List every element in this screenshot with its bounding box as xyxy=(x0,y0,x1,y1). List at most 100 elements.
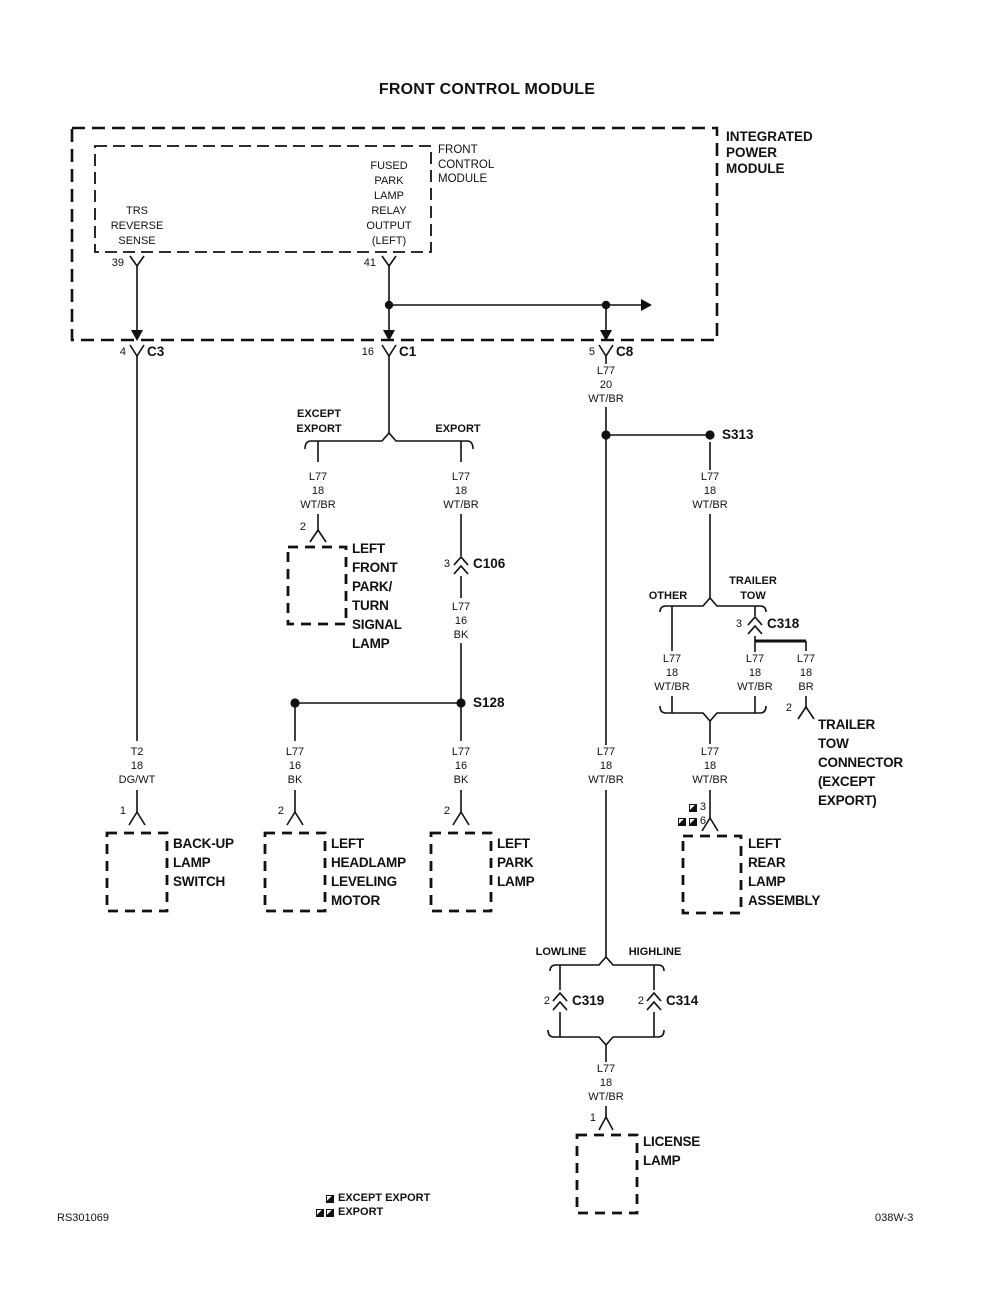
branch-line: EXCEPT xyxy=(296,408,342,420)
license-lamp-pin-fork xyxy=(598,1115,614,1131)
export-symbol-icon xyxy=(326,1208,334,1217)
wire-gauge: 16 xyxy=(288,760,302,772)
c3-fork xyxy=(129,344,145,358)
fused-line: PARK xyxy=(374,175,404,187)
c318-pin: 3 xyxy=(735,618,742,630)
fcm-label-line: CONTROL xyxy=(438,158,495,171)
wire-label-rear-feed: L77 18 WT/BR xyxy=(692,745,727,787)
left-park-lamp-box xyxy=(429,831,493,913)
branch-lowline: LOWLINE xyxy=(535,946,587,958)
wire-color: WT/BR xyxy=(692,499,728,511)
comp-line: TOW xyxy=(818,736,849,751)
comp-line: LAMP xyxy=(497,874,535,889)
page-code: 038W-3 xyxy=(875,1212,914,1224)
export-symbol-icon xyxy=(316,1208,324,1217)
wire-gauge: 16 xyxy=(454,760,468,772)
export-symbol-icon xyxy=(688,817,697,826)
wire-gauge: 18 xyxy=(665,667,679,679)
wire-gauge: 18 xyxy=(799,667,813,679)
comp-line: LAMP xyxy=(748,874,786,889)
branch-export: EXPORT xyxy=(435,423,481,435)
s313-junction-dot xyxy=(601,430,611,440)
c1-connector-label: C1 xyxy=(399,344,417,359)
comp-line: SWITCH xyxy=(173,874,226,889)
backup-switch-pin-fork xyxy=(128,810,146,826)
branch-line: TRAILER xyxy=(729,575,777,587)
left-front-park-turn-signal-lamp-label: LEFT FRONT PARK/ TURN SIGNAL LAMP xyxy=(352,539,402,653)
wire-label-export-branch: L77 18 WT/BR xyxy=(443,470,478,512)
c1-pin: 16 xyxy=(361,346,374,358)
c314-symbol xyxy=(646,991,662,1011)
trailer-tow-connector-pin: 2 xyxy=(785,702,792,714)
splice-dots-and-arrows xyxy=(131,299,715,708)
wire-gauge: 16 xyxy=(454,615,468,627)
wire-circuit: L77 xyxy=(308,471,328,483)
down-arrow xyxy=(383,330,395,341)
trailer-tow-split-brace xyxy=(659,596,767,613)
wire-label-park-feed: L77 16 BK xyxy=(452,745,470,787)
comp-line: LEFT xyxy=(748,836,781,851)
fused-line: RELAY xyxy=(371,205,407,217)
wire-circuit: L77 xyxy=(596,365,616,377)
ipm-label-line: MODULE xyxy=(726,161,785,176)
module-dashed-boxes xyxy=(70,126,719,342)
wire-gauge: 18 xyxy=(311,485,325,497)
wire-label-c106-out: L77 16 BK xyxy=(452,600,470,642)
wire-circuit: L77 xyxy=(700,746,720,758)
comp-line: LAMP xyxy=(173,855,211,870)
ipm-label-line: POWER xyxy=(726,145,778,160)
left-park-lamp-label: LEFT PARK LAMP xyxy=(497,834,535,891)
wire-circuit: L77 xyxy=(451,601,471,613)
c8-fork xyxy=(598,344,614,358)
c8-connector-label: C8 xyxy=(616,344,634,359)
fcm-label-line: MODULE xyxy=(438,173,488,185)
branch-line: TOW xyxy=(740,590,766,602)
wire-color: WT/BR xyxy=(300,499,336,511)
export-split-brace xyxy=(304,431,474,450)
wire-label-main-down: L77 18 WT/BR xyxy=(588,745,623,787)
wire-label-tt-br: L77 18 BR xyxy=(797,652,815,694)
comp-line: LICENSE xyxy=(643,1134,701,1149)
wire-gauge: 18 xyxy=(454,485,468,497)
pin-39: 39 xyxy=(111,257,124,269)
fused-park-lamp-relay-output-label: FUSED PARK LAMP RELAY OUTPUT (LEFT) xyxy=(366,159,411,249)
rear-lamp-pin-except-row: 3 xyxy=(636,801,706,814)
s128-splice-dot xyxy=(456,698,466,708)
c319-symbol xyxy=(552,991,568,1011)
comp-line: REAR xyxy=(748,855,786,870)
branch-braces xyxy=(304,431,767,1047)
wire-label-backup-feed: T2 18 DG/WT xyxy=(119,745,156,787)
wire-color: WT/BR xyxy=(737,681,773,693)
lowline-split-brace xyxy=(549,955,665,972)
junction-dot xyxy=(384,300,394,310)
comp-line: MOTOR xyxy=(331,893,380,908)
wire-lines xyxy=(136,266,807,1117)
trs-reverse-sense-label: TRS REVERSE SENSE xyxy=(111,204,164,249)
comp-line: TURN xyxy=(352,598,389,613)
s128-junction-dot xyxy=(290,698,300,708)
wire-color: DG/WT xyxy=(118,774,156,786)
wire-color: BR xyxy=(798,681,814,693)
fused-line: LAMP xyxy=(374,190,404,202)
wire-color: BK xyxy=(453,629,469,641)
headlamp-motor-pin: 2 xyxy=(277,805,284,817)
wire-label-tt-branch: L77 18 WT/BR xyxy=(737,652,772,694)
headlamp-motor-pin-fork xyxy=(286,810,304,826)
c318-connector-label: C318 xyxy=(767,616,800,631)
integrated-power-module-label: INTEGRATED POWER MODULE xyxy=(726,129,813,177)
wire-label-license-feed: L77 18 WT/BR xyxy=(588,1062,623,1104)
fcm-label-line: FRONT xyxy=(438,144,478,156)
wire-circuit: L77 xyxy=(745,653,765,665)
left-rear-lamp-assembly-box xyxy=(681,834,743,915)
wire-circuit: L77 xyxy=(796,653,816,665)
wire-color: WT/BR xyxy=(588,393,624,405)
trailer-tow-connector-pin-fork xyxy=(797,705,815,720)
ipm-label-line: INTEGRATED xyxy=(726,129,813,144)
front-control-module-box xyxy=(94,145,432,253)
comp-line: LEFT xyxy=(331,836,364,851)
legend-except-export-text: EXCEPT EXPORT xyxy=(338,1192,431,1204)
c314-pin: 2 xyxy=(637,995,644,1007)
document-number: RS301069 xyxy=(57,1212,109,1224)
connector-forks xyxy=(129,255,614,358)
export-symbol-icon xyxy=(677,817,686,826)
